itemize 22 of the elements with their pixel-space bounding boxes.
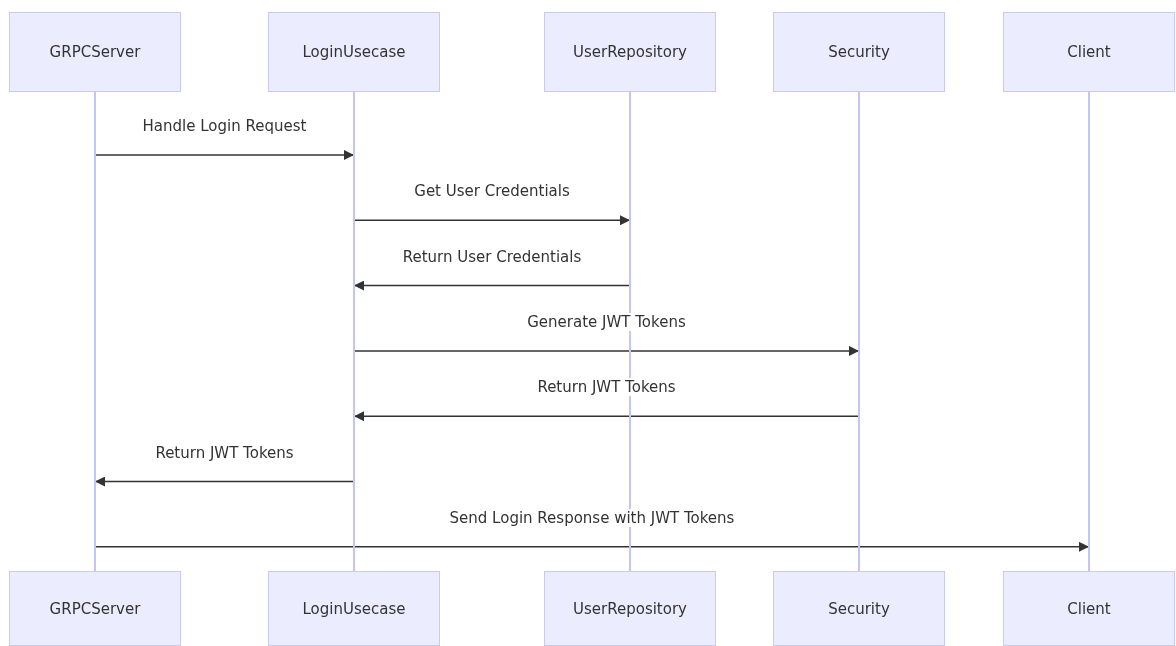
- participant-box: Security: [773, 571, 945, 646]
- message-arrow: [354, 345, 859, 356]
- participant-box: Security: [773, 12, 945, 92]
- message-arrow: [95, 476, 354, 487]
- message-arrow: [95, 541, 1089, 552]
- message-arrow: [95, 150, 354, 160]
- message-arrow: [354, 215, 630, 226]
- lifeline: [858, 92, 860, 571]
- participant-box: UserRepository: [544, 571, 716, 646]
- participant-box: GRPCServer: [9, 571, 181, 646]
- participant-box: LoginUsecase: [268, 12, 440, 92]
- participant-box: LoginUsecase: [268, 571, 440, 646]
- lifeline: [1088, 92, 1090, 571]
- message-arrow: [354, 411, 859, 422]
- participant-box: Client: [1003, 12, 1175, 92]
- lifeline: [629, 92, 631, 571]
- participant-box: UserRepository: [544, 12, 716, 92]
- message-arrow: [354, 280, 630, 291]
- lifeline: [94, 92, 96, 571]
- participant-box: GRPCServer: [9, 12, 181, 92]
- lifeline: [353, 92, 355, 571]
- participant-box: Client: [1003, 571, 1175, 646]
